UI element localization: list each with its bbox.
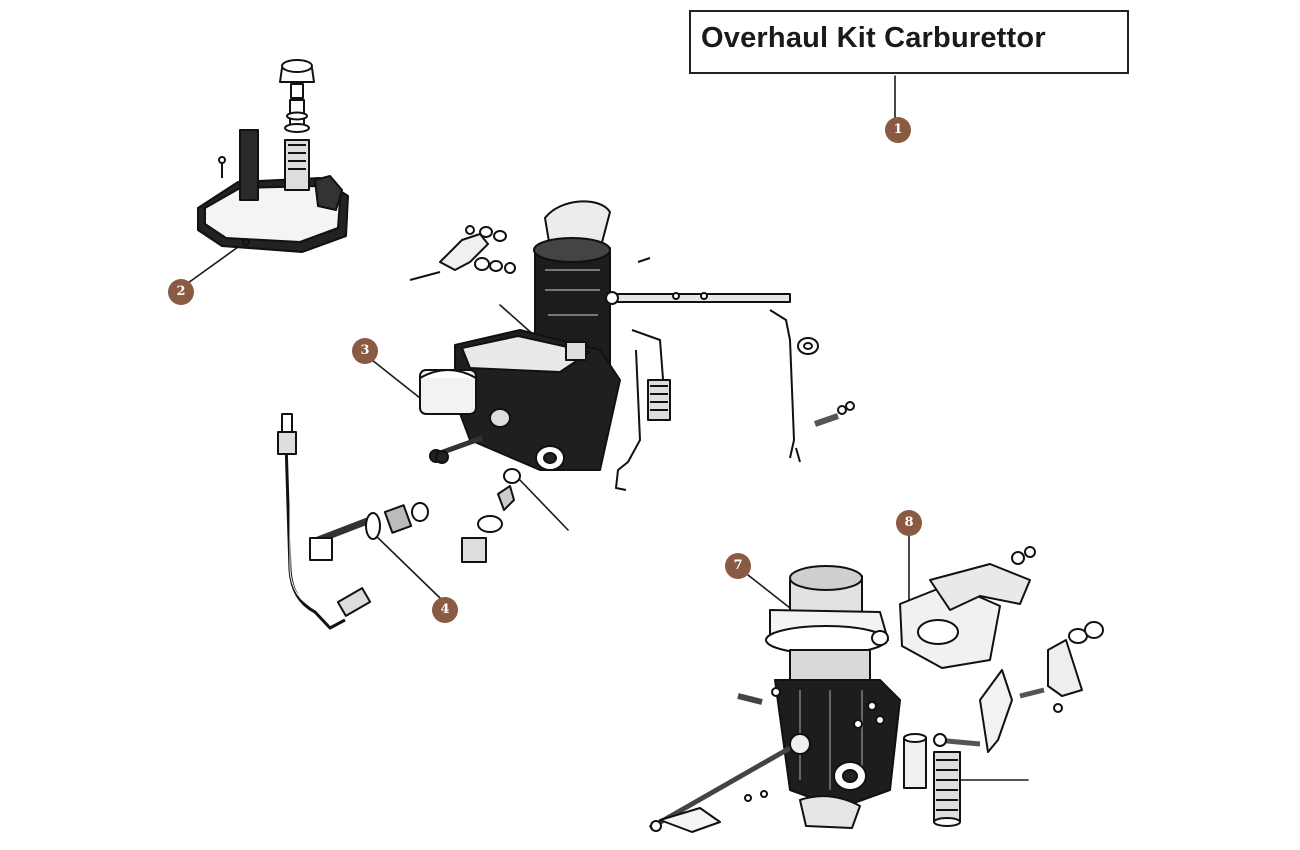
title-box: Overhaul Kit Carburettor	[689, 10, 1129, 74]
callout-8[interactable]: 8	[896, 510, 922, 536]
leader-line-jet	[517, 477, 569, 531]
callout-2[interactable]: 2	[168, 279, 194, 305]
second-carburettor-drawing	[648, 546, 1104, 833]
callout-4[interactable]: 4	[432, 597, 458, 623]
leader-line-8	[899, 535, 910, 607]
fuel-pipe-drawing	[277, 413, 521, 630]
callout-3[interactable]: 3	[352, 338, 378, 364]
main-carburettor-drawing	[409, 200, 855, 491]
leader-line-2	[187, 241, 246, 284]
float-chamber-cover-drawing	[197, 59, 349, 253]
diagram-title: Overhaul Kit Carburettor	[701, 22, 1046, 54]
leader-line-4	[371, 531, 441, 599]
callout-1[interactable]: 1	[885, 117, 911, 143]
callout-7[interactable]: 7	[725, 553, 751, 579]
leader-line-7	[747, 574, 791, 609]
leader-line-3	[371, 359, 421, 399]
